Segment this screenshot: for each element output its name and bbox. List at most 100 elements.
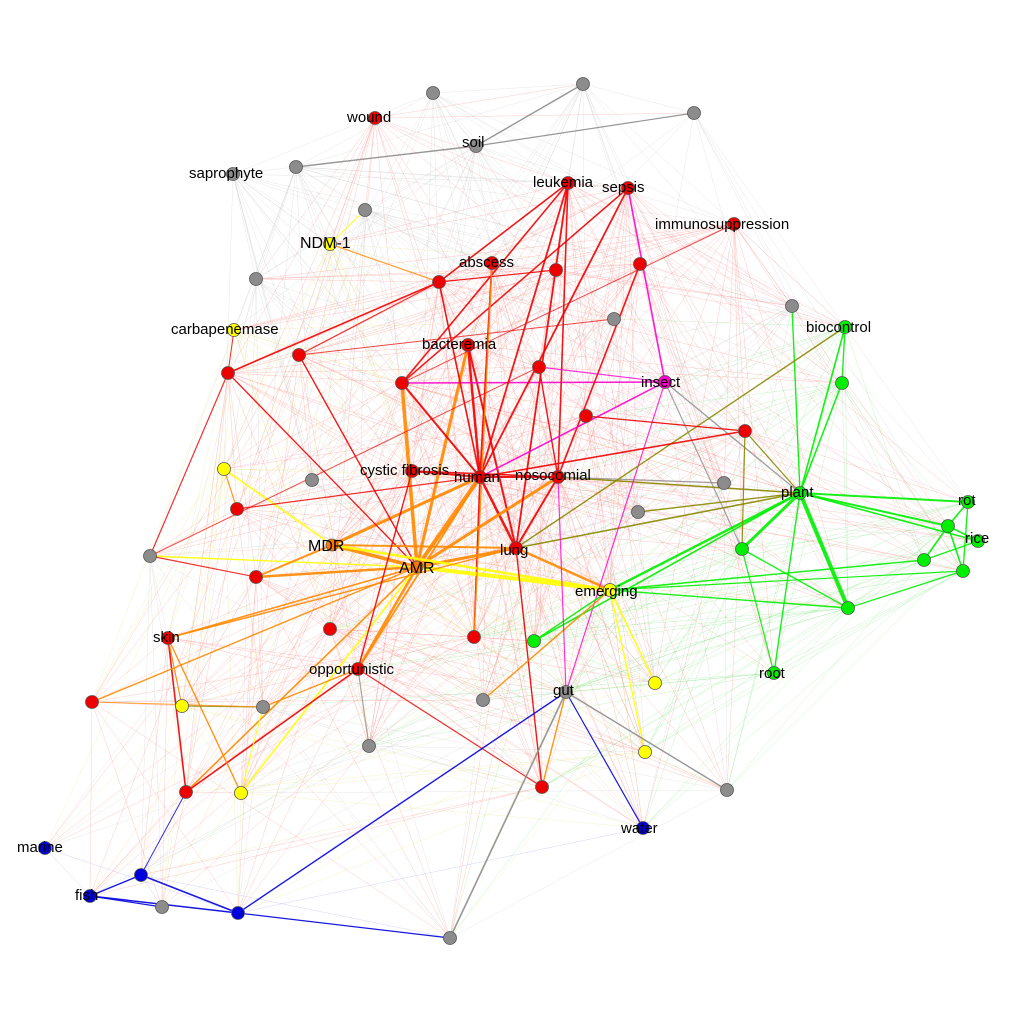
edge-plant-emerging: [609, 491, 801, 592]
edge-cf-r_amr: [255, 470, 413, 578]
edge-bacteremia-y_water: [467, 344, 646, 753]
edge-r_left-r_amr: [227, 372, 257, 578]
edge-abscess-y_water: [491, 262, 646, 753]
label-ndm1: NDM-1: [300, 235, 351, 252]
node-r-amr: [249, 570, 263, 584]
edge-mdr-g_opp2: [331, 544, 370, 747]
edge-skin-gut: [167, 637, 567, 693]
edge-gut-g_low: [482, 691, 567, 701]
edge-g_mid-opp: [357, 318, 615, 670]
edge-g_bio-rot: [791, 305, 969, 503]
edge-skin-y_skin2: [167, 637, 242, 794]
edge-green7-gut: [533, 640, 567, 693]
edge-r_cf2-human: [479, 430, 746, 478]
edge-g_ndm-r_bac3: [364, 209, 540, 368]
label-wound: wound: [346, 109, 391, 126]
edge-immuno-g_mid: [613, 223, 735, 320]
edge-g_carb-emerging: [255, 278, 611, 591]
edge-saprophyte-amr: [232, 173, 418, 568]
edge-lung-emerging: [515, 546, 611, 592]
edge-r_bac2-lung: [401, 382, 517, 549]
edge-wound-r_mdr: [236, 117, 376, 510]
edge-plant-green7: [533, 492, 801, 642]
edge-r_cf2-amr: [416, 430, 746, 568]
edge-r_opp1-y_water: [329, 628, 646, 753]
edge-g_cf-amr: [311, 479, 418, 568]
edge-r_mdr-fish: [89, 508, 238, 897]
edge-lung-b_hub: [237, 547, 517, 914]
edge-wound-r_amr: [255, 117, 376, 578]
edge-noso-leukemia: [557, 182, 569, 478]
edge-g_pl1-plant: [723, 482, 801, 494]
edge-g_carb-green7: [255, 278, 535, 642]
edge-emerging-r_low: [473, 589, 611, 638]
edge-emerging-y_water: [609, 589, 646, 753]
edge-soil-g_soil_l: [432, 92, 477, 147]
edge-y_left-y_skin: [181, 468, 225, 707]
edge-r_bac_l-green2: [298, 354, 743, 550]
edge-ndm1-g_em: [329, 243, 639, 513]
edge-g_bio2-r_ins: [585, 382, 843, 417]
edge-noso-g_pl1: [557, 476, 725, 484]
edge-immuno-r_abs3: [639, 223, 735, 265]
edge-r_bac3-noso: [538, 366, 559, 478]
edge-r_opp1-fish: [89, 628, 331, 897]
edge-saprophyte-ndm1: [232, 173, 331, 245]
edge-water-b_hub: [237, 827, 644, 914]
edge-skin-g_fish: [161, 637, 169, 908]
edge-ndm1-r_amr: [255, 243, 331, 578]
edge-y_gut-gut: [565, 682, 656, 693]
edge-noso-plant: [557, 476, 801, 494]
edge-saprophyte-bacteremia: [232, 173, 469, 346]
edge-mdr-r_amr: [255, 544, 333, 578]
edge-ndm1-r_abs3: [329, 243, 641, 265]
label-mdr: MDR: [308, 538, 344, 555]
edge-skin-y_water: [167, 637, 646, 753]
edge-g_cf-y_skin: [181, 479, 313, 707]
edge-g_mid-r_mdr: [236, 318, 615, 510]
edge-human-green5: [479, 476, 964, 572]
edge-g_sap2-g_ndm: [295, 166, 366, 211]
node-g-soil-r1: [576, 77, 590, 91]
node-g-cf: [305, 473, 319, 487]
edge-r_bac3-y_skin: [181, 366, 540, 707]
edge-r_left-r_mdr: [227, 372, 238, 510]
edge-r_ins-green6: [585, 415, 849, 609]
edge-biocontrol-human: [479, 326, 846, 478]
edge-r_abs3-g_carb: [255, 263, 641, 280]
edge-r_ins-y_gut: [585, 415, 656, 684]
edge-lung-r_far: [515, 547, 543, 788]
edge-g_skin-g_bot: [149, 555, 451, 939]
edge-r_abs3-g_pl1: [639, 263, 725, 484]
edge-y_skin2-water: [240, 792, 644, 829]
edge-r_abs3-gut: [565, 263, 641, 693]
edge-carb-r_lowleft: [91, 329, 235, 703]
edge-r_opp1-g_opp: [262, 628, 331, 708]
edge-r_abs3-emerging: [609, 263, 641, 591]
edge-g_carb-skin: [167, 278, 257, 639]
edge-g_bio-mdr: [331, 305, 793, 546]
edge-g_sap2-g_cf: [295, 166, 313, 481]
edge-leukemia-g_em: [567, 182, 639, 513]
node-gut: [559, 685, 573, 699]
edge-g_ndm-y_left: [223, 209, 366, 470]
node-g-opp: [256, 700, 270, 714]
edge-r_abs3-r_mdr: [236, 263, 641, 510]
edge-saprophyte-y_left: [223, 173, 234, 470]
edge-plant-g_water: [726, 492, 801, 791]
edge-r_bac2-r_low: [401, 382, 475, 638]
edge-r_ins-amr: [416, 415, 587, 568]
edge-r_amr-y_skin: [181, 576, 257, 707]
edge-g_bio2-rice: [841, 382, 979, 542]
label-amr: AMR: [399, 560, 435, 577]
edge-r_opp1-gut: [329, 628, 567, 693]
edge-g_soil_r1-r_abs3: [582, 83, 641, 265]
edge-g_soil_r1-leukemia: [567, 83, 584, 184]
node-r-ins: [579, 409, 593, 423]
node-green4: [917, 553, 931, 567]
edge-sepsis-plant: [627, 187, 801, 494]
edge-ndm1-green7: [329, 243, 535, 642]
edge-plant-biocontrol: [799, 326, 846, 494]
edge-noso-amr: [416, 475, 559, 569]
edge-noso-emerging: [557, 476, 611, 591]
